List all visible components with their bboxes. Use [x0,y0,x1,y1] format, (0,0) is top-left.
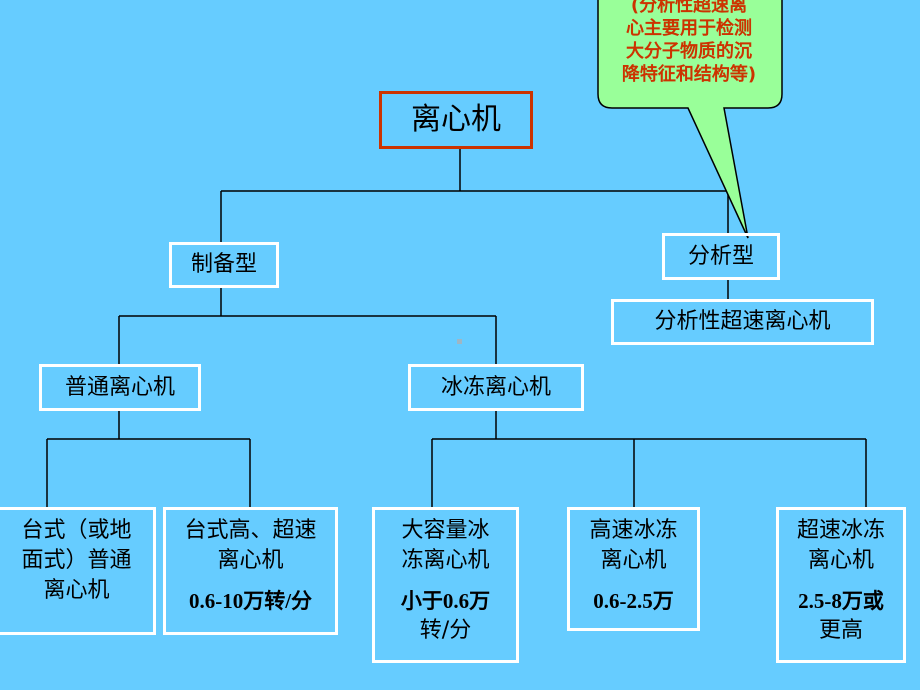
leaf-text: 离心机 [43,578,110,603]
callout-line: (分析性超速离 [630,0,748,16]
leaf-text: 冻离心机 [401,548,490,573]
callout-line: 大分子物质的沉 [626,41,752,62]
leaf-text: 离心机 [600,548,667,573]
leaf-high-speed-frozen: 高速冰冻 离心机 0.6-2.5万 [567,507,700,631]
leaf-speed-value-line: 小于0.6万 [400,589,491,613]
node-preparative-label: 制备型 [190,252,257,277]
node-refrigerated-label: 冰冻离心机 [440,374,551,400]
node-preparative: 制备型 [169,242,279,288]
leaf-speed-value: 小于0.6万 转/分 [375,586,516,646]
root-node: 离心机 [379,91,533,149]
leaf-speed-value-line: 2.5-8万或 [798,589,884,613]
leaf-tabletop-high-speed: 台式高、超速 离心机 0.6-10万转/分 [163,507,338,635]
callout-text: (分析性超速离 心主要用于检测 大分子物质的沉 降特征和结构等) [600,0,778,86]
node-analytical: 分析型 [662,233,780,280]
node-analytical-ultracentrifuge-label: 分析性超速离心机 [654,309,831,334]
leaf-text: 大容量冰 [401,518,490,543]
node-analytical-label: 分析型 [687,243,754,269]
leaf-speed-value: 2.5-8万或 更高 [779,586,903,646]
leaf-tabletop-floor: 台式（或地 面式）普通 离心机 [0,507,156,635]
callout-line: 降特征和结构等) [621,64,757,85]
root-label: 离心机 [411,102,501,137]
node-ordinary-label: 普通离心机 [64,374,175,400]
callout-line: 心主要用于检测 [626,18,752,39]
leaf-speed-value: 0.6-10万转/分 [188,589,313,613]
leaf-text: 离心机 [807,548,874,573]
leaf-speed-value-line: 转/分 [419,618,472,643]
node-ordinary: 普通离心机 [39,364,201,411]
node-refrigerated: 冰冻离心机 [408,364,584,411]
leaf-text: 高速冰冻 [589,518,678,543]
node-analytical-ultracentrifuge: 分析性超速离心机 [611,299,874,345]
leaf-text: 面式）普通 [21,548,132,573]
leaf-speed-value-line: 更高 [818,618,863,643]
stray-dot [457,339,462,344]
leaf-text: 台式（或地 [21,518,132,543]
leaf-speed-value: 0.6-2.5万 [593,589,674,613]
leaf-text: 台式高、超速 [184,518,317,543]
leaf-large-capacity-frozen: 大容量冰 冻离心机 小于0.6万 转/分 [372,507,519,663]
leaf-text: 离心机 [217,548,284,573]
leaf-ultra-speed-frozen: 超速冰冻 离心机 2.5-8万或 更高 [776,507,906,663]
leaf-text: 超速冰冻 [796,518,885,543]
